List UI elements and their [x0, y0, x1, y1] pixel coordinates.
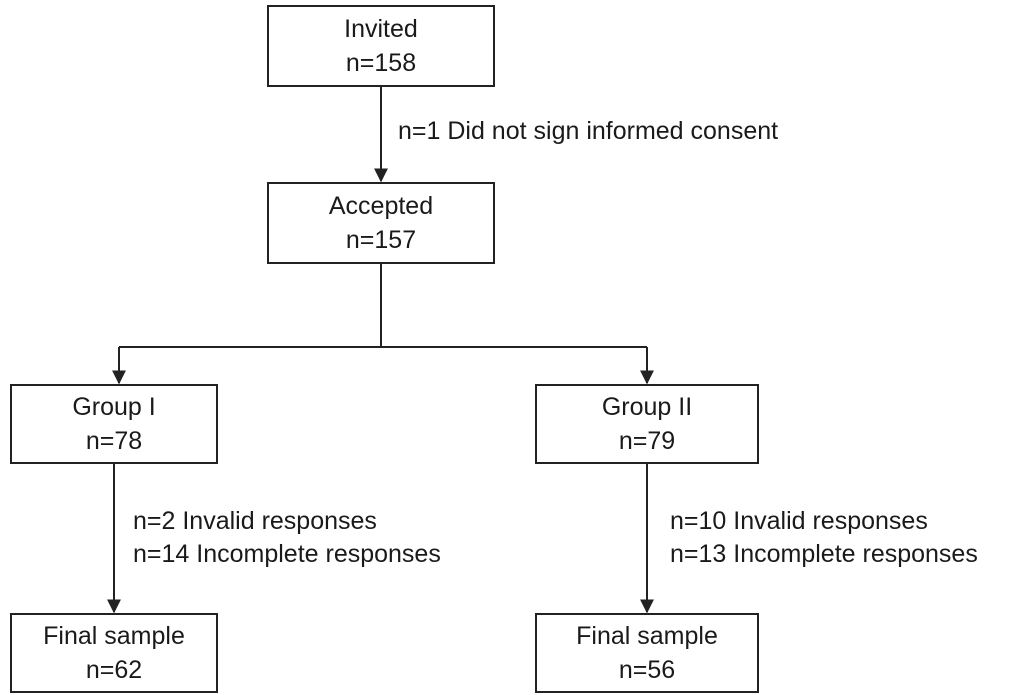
- accepted-title: Accepted: [328, 192, 434, 220]
- accepted-count: n=157: [345, 226, 417, 254]
- final1-count: n=62: [85, 656, 143, 684]
- group2-incomplete-note: n=13 Incomplete responses: [670, 540, 978, 568]
- final2-title: Final sample: [576, 622, 718, 650]
- group2-invalid-note: n=10 Invalid responses: [670, 507, 928, 535]
- invited-box: Invited n=158: [267, 5, 495, 87]
- group1-count: n=78: [85, 427, 143, 455]
- final-sample-group1-box: Final sample n=62: [10, 613, 218, 693]
- accepted-box: Accepted n=157: [267, 182, 495, 264]
- group1-incomplete-note: n=14 Incomplete responses: [133, 540, 441, 568]
- group2-box: Group II n=79: [535, 384, 759, 464]
- group1-invalid-note: n=2 Invalid responses: [133, 507, 377, 535]
- group2-count: n=79: [618, 427, 676, 455]
- final1-title: Final sample: [43, 622, 185, 650]
- final2-count: n=56: [618, 656, 676, 684]
- final-sample-group2-box: Final sample n=56: [535, 613, 759, 693]
- consent-exclusion-note: n=1 Did not sign informed consent: [398, 117, 779, 145]
- group2-title: Group II: [601, 393, 693, 421]
- group2-exclusions: n=10 Invalid responses n=13 Incomplete r…: [670, 505, 978, 571]
- group1-box: Group I n=78: [10, 384, 218, 464]
- group1-title: Group I: [72, 393, 156, 421]
- invited-count: n=158: [345, 49, 417, 77]
- invited-title: Invited: [344, 15, 418, 43]
- group1-exclusions: n=2 Invalid responses n=14 Incomplete re…: [133, 505, 441, 571]
